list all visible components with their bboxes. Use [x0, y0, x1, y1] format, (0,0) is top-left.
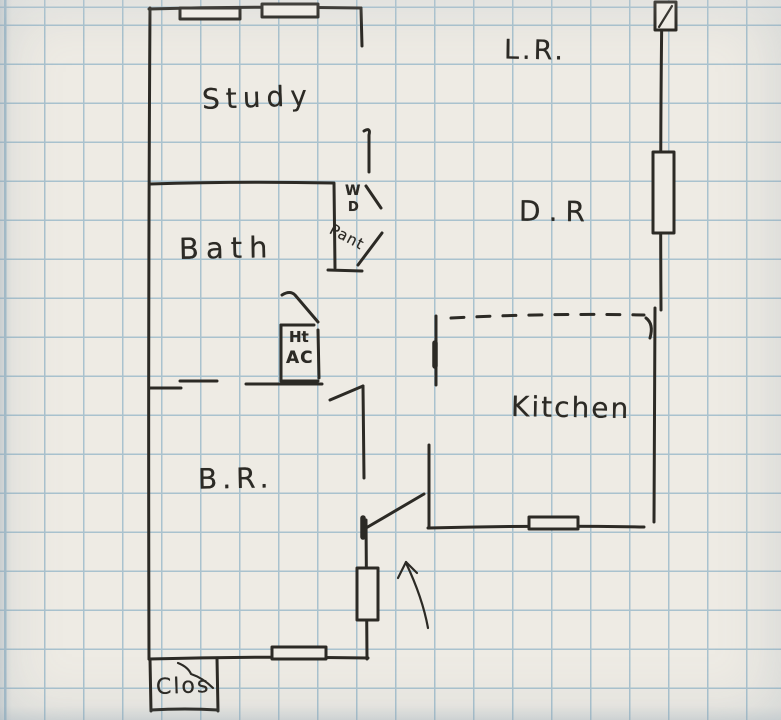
- door-leaf: [362, 128, 371, 174]
- door-top-right-swing: [657, 4, 674, 29]
- window: [178, 6, 242, 21]
- interior-walls: [148, 180, 369, 661]
- flue-line: [280, 291, 320, 324]
- room-label-bath: Bath: [178, 230, 275, 266]
- heater-ac-unit: [279, 291, 321, 383]
- door-swing: [364, 492, 426, 530]
- windows: [178, 2, 676, 661]
- room-label-kitchen: Kitchen: [510, 389, 631, 426]
- window: [527, 515, 580, 531]
- room-label-living-room: L.R.: [503, 34, 567, 67]
- room-label-bedroom: B.R.: [197, 461, 274, 496]
- tape-patch: [118, 0, 558, 314]
- door-swing: [356, 231, 384, 267]
- label-dryer: D: [348, 200, 359, 215]
- window: [651, 150, 676, 235]
- window: [270, 645, 328, 661]
- room-label-closet: Clos: [155, 673, 211, 700]
- closet-box: [148, 656, 220, 713]
- room-label-study: Study: [201, 79, 314, 116]
- doors: [176, 0, 678, 690]
- room-label-dining-room: D.R: [518, 194, 594, 229]
- door-swing: [364, 184, 383, 210]
- entry-sidelight: [355, 566, 380, 622]
- entry-arrow: [396, 560, 430, 630]
- closet-door-squiggle: [176, 661, 215, 690]
- label-heater: Ht: [289, 328, 309, 346]
- window: [260, 2, 320, 19]
- label-ac: AC: [286, 348, 314, 368]
- label-washer: W: [345, 183, 361, 199]
